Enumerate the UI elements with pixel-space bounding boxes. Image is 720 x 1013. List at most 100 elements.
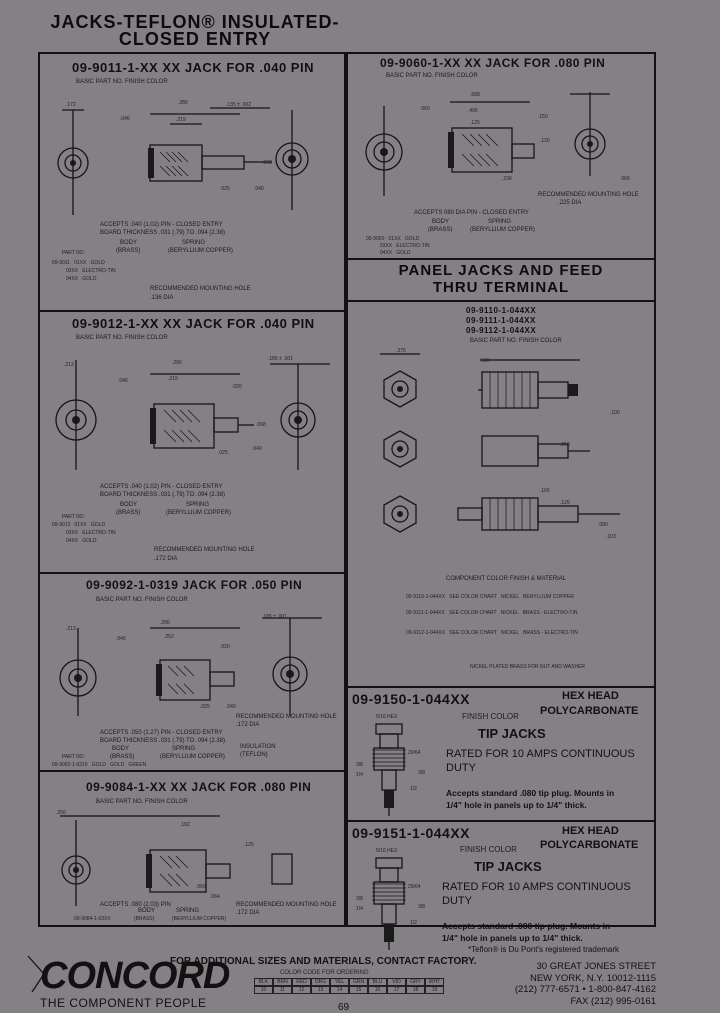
section-divider-2	[38, 770, 346, 772]
s6-subtitle: BASIC PART NO. FINISH COLOR	[96, 799, 188, 805]
s1-dim-1: .046	[120, 116, 130, 122]
color-code-names-row: BLK BRN RED ORG YEL GRN BLU VIO GRY WHT	[254, 978, 444, 986]
s2-dim-0: .060	[420, 106, 430, 112]
s5-part-number: 09-9092-1-0319 JACK FOR .050 PIN	[86, 578, 303, 592]
s2-mount-dia: .225 DIA	[558, 200, 582, 206]
s3-mount-dia: .172 DIA	[154, 556, 178, 562]
s8-rated-2: DUTY	[442, 895, 472, 907]
s3-dim-3: .219	[168, 376, 178, 382]
s3-dim-5: .020	[232, 384, 242, 390]
code-cell: 17	[387, 986, 406, 994]
s1-dim-7: .040	[254, 186, 264, 192]
s7-accepts-1: Accepts standard .080 tip plug. Mounts i…	[446, 788, 615, 798]
title-line-2: CLOSED ENTRY	[118, 29, 272, 49]
s1-row-0: 09-9011 01XX GOLD	[52, 260, 105, 266]
s5-dim-6: .025	[200, 704, 210, 710]
s4-dim-5: .125	[560, 500, 570, 506]
s8-dim-0: 5/16 HEX	[376, 848, 398, 854]
code-cell: 10	[254, 986, 273, 994]
s3-board: BOARD THICKNESS .031 (.79) TO .094 (2.38…	[100, 492, 226, 498]
s8-head1: HEX HEAD	[562, 825, 619, 837]
s6-jack-drawing	[60, 815, 293, 906]
color-code-table: BLK BRN RED ORG YEL GRN BLU VIO GRY WHT …	[254, 978, 444, 994]
s5-row: 09-9092-1-0319 GOLD GOLD GREEN	[52, 762, 147, 768]
s7-dim-0: 5/16 HEX	[376, 714, 398, 720]
concord-logo-icon	[27, 955, 45, 993]
s5-part-no-label: PART NO.	[62, 754, 86, 760]
color-cell: BLU	[368, 978, 387, 986]
phone-line: (212) 777-6571 • 1-800-847-4162	[514, 984, 656, 995]
s3-dim-1: .046	[118, 378, 128, 384]
s4-dim-7: .103	[606, 534, 616, 540]
s3-dim-6: .068	[256, 422, 266, 428]
s3-spring: SPRING	[186, 502, 210, 508]
s2-dim-1: .688	[470, 92, 480, 98]
s5-insulation: INSULATION	[240, 744, 276, 750]
s4-part-2: 09-9112-1-044XX	[466, 326, 537, 335]
s7-part-number: 09-9150-1-044XX	[352, 691, 471, 707]
s5-dim-7: .040	[226, 704, 236, 710]
s2-dim-4: .150	[538, 114, 548, 120]
s2-subtitle: BASIC PART NO. FINISH COLOR	[386, 73, 478, 79]
title-line-1: JACKS-TEFLON® INSULATED-	[50, 12, 340, 32]
s3-dim-2: .290	[172, 360, 182, 366]
s5-spring-mat: (BERYLLIUM COPPER)	[160, 754, 225, 760]
s1-part-no-label: PART NO.	[62, 250, 86, 256]
s7-dim-3: 29/64	[408, 750, 421, 756]
section-divider-1	[38, 310, 346, 312]
s2-dim-6: .236	[502, 176, 512, 182]
s5-insulation-mat: (TEFLON)	[240, 752, 268, 758]
s8-subtitle: FINISH COLOR	[460, 845, 517, 854]
s1-dim-5: .068	[262, 160, 272, 166]
s5-board: BOARD THICKNESS .031 (.79) TO .094 (2.38…	[100, 738, 226, 744]
s8-type: TIP JACKS	[474, 859, 542, 874]
s7-tip-jack-drawing	[372, 723, 406, 816]
s2-dim-3: .125	[470, 120, 480, 126]
s6-mount-dia: .172 DIA	[236, 910, 260, 916]
s4-subtitle: BASIC PART NO. FINISH COLOR	[470, 338, 562, 344]
s7-subtitle: FINISH COLOR	[462, 712, 519, 721]
s1-board: BOARD THICKNESS .031 (.79) TO .094 (2.38…	[100, 230, 226, 236]
s3-subtitle: BASIC PART NO. FINISH COLOR	[76, 335, 168, 341]
s7-dim-4: 3/8	[418, 770, 425, 776]
s6-body-mat: (BRASS)	[134, 916, 155, 922]
s7-head2: POLYCARBONATE	[540, 705, 639, 717]
s6-part-number: 09-9084-1-XX XX JACK FOR .080 PIN	[86, 780, 312, 794]
s7-accepts-2: 1/4" hole in panels up to 1/4" thick.	[446, 800, 587, 810]
s3-dim-8: .040	[252, 446, 262, 452]
s4-title: PANEL JACKS AND FEED THRU TERMINAL	[398, 262, 604, 296]
s8-accepts-1: Accepts standard .080 tip plug. Mounts i…	[442, 921, 611, 931]
s5-body-mat: (BRASS)	[110, 754, 135, 760]
s5-dim-2: .290	[160, 620, 170, 626]
s6-spring-mat: (BERYLLIUM COPPER)	[172, 916, 227, 922]
color-cell: WHT	[425, 978, 444, 986]
s8-head2: POLYCARBONATE	[540, 839, 639, 851]
s8-dim-4: 3/8	[418, 904, 425, 910]
code-cell: 12	[292, 986, 311, 994]
section-right-box	[346, 52, 656, 927]
color-cell: RED	[292, 978, 311, 986]
s1-dim-4: .135 ± .002	[226, 102, 251, 108]
address-block: 30 GREAT JONES STREET NEW YORK, N.Y. 100…	[494, 961, 656, 1007]
s8-accepts-2: 1/4" hole in panels up to 1/4" thick.	[442, 933, 583, 943]
s6-body: BODY	[138, 908, 156, 914]
s3-accepts: ACCEPTS .040 (1.02) PIN - CLOSED ENTRY	[100, 484, 223, 490]
code-cell: 19	[425, 986, 444, 994]
s6-row: 09-9084-1-03XX	[74, 916, 111, 922]
s1-row-2: 04XX GOLD	[52, 276, 97, 282]
code-cell: 13	[311, 986, 330, 994]
s2-part-number: 09-9060-1-XX XX JACK FOR .080 PIN	[380, 56, 606, 70]
s1-part-number: 09-9011-1-XX XX JACK FOR .040 PIN	[72, 60, 314, 75]
s3-part-no-label: PART NO.	[62, 514, 86, 520]
s2-body-mat: (BRASS)	[428, 227, 453, 233]
s3-dim-7: .025	[218, 450, 228, 456]
s2-row-0: 09-9060 01XX GOLD	[366, 236, 420, 242]
additional-sizes-note: FOR ADDITIONAL SIZES AND MATERIALS, CONT…	[170, 956, 477, 967]
s3-spring-mat: (BERYLLIUM COPPER)	[166, 510, 231, 516]
color-cell: BLK	[254, 978, 273, 986]
s8-part-number: 09-9151-1-044XX	[352, 825, 471, 841]
s5-dim-0: .213	[66, 626, 76, 632]
s3-row-2: 04XX GOLD	[52, 538, 97, 544]
s5-mount: RECOMMENDED MOUNTING HOLE	[236, 714, 337, 720]
color-cell: ORG	[311, 978, 330, 986]
